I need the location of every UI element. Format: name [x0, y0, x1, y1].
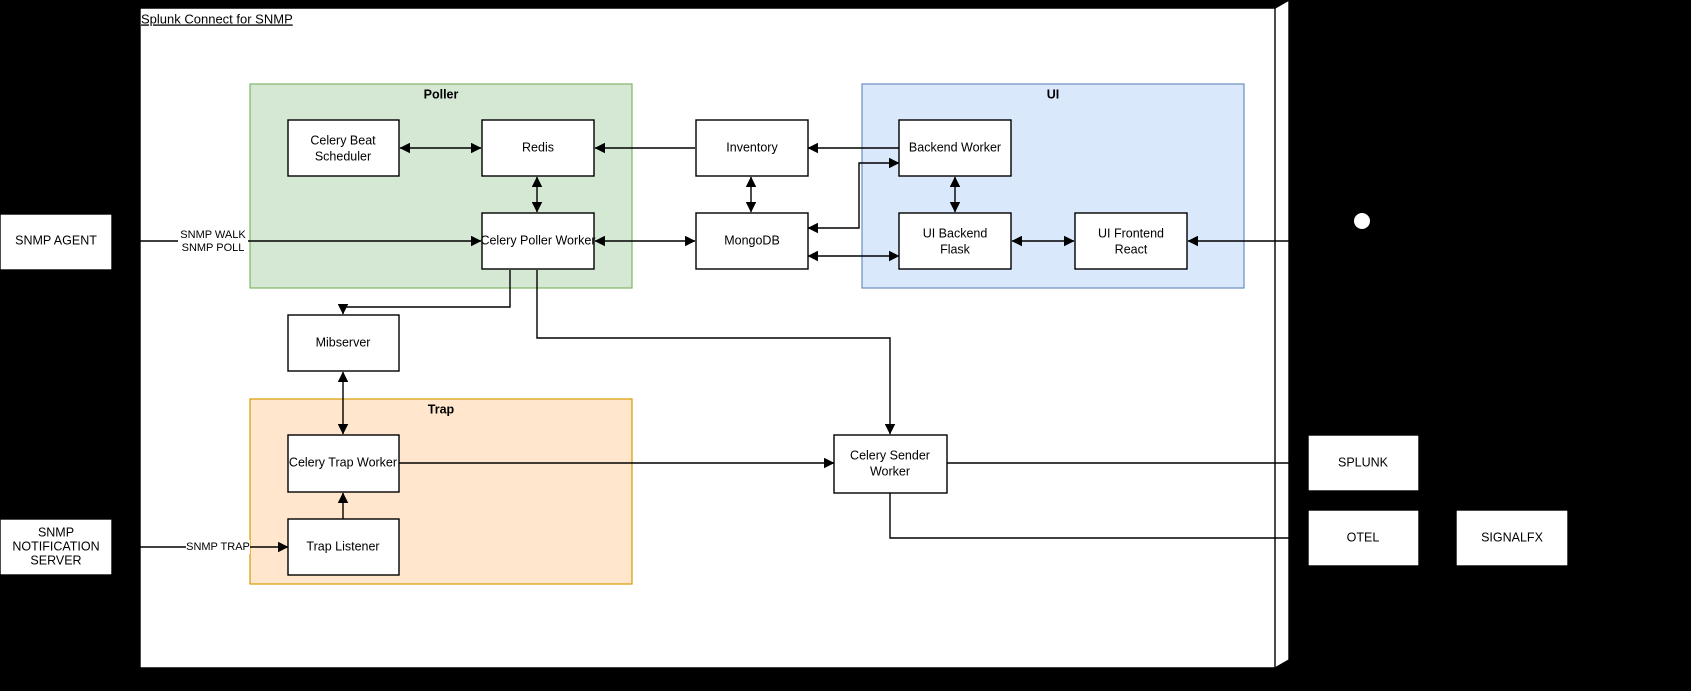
- node-label-line1: MongoDB: [724, 233, 780, 247]
- edge-mongodb-backendworker: [807, 157, 900, 234]
- external-label-line2: NOTIFICATION: [12, 539, 99, 553]
- page-title: Splunk Connect for SNMP: [141, 11, 293, 26]
- edge-label-snmp-trap-wrap: SNMP TRAP: [186, 540, 250, 554]
- node-label-line2: React: [1115, 242, 1148, 256]
- node-label-line1: Celery Poller Worker: [480, 233, 595, 247]
- node-label-line1: UI Frontend: [1098, 226, 1164, 240]
- edge-layer: [113, 142, 1691, 553]
- node-snmp-notification-server[interactable]: SNMP NOTIFICATION SERVER: [0, 518, 113, 576]
- cursor-dot: [1354, 213, 1370, 229]
- node-label-line1: Celery Trap Worker: [289, 455, 397, 469]
- external-label-line1: OTEL: [1347, 530, 1380, 544]
- group-trap-label: Trap: [428, 402, 455, 416]
- node-celery-sender-worker[interactable]: Celery Sender Worker: [833, 434, 948, 494]
- node-signalfx[interactable]: SIGNALFX: [1455, 509, 1569, 567]
- external-label-line1: SNMP: [38, 525, 74, 539]
- node-snmp-agent[interactable]: SNMP AGENT: [0, 213, 113, 271]
- node-label-line1: Mibserver: [316, 335, 371, 349]
- node-otel[interactable]: OTEL: [1307, 509, 1420, 567]
- node-label-line2: Flask: [940, 242, 971, 256]
- node-mibserver[interactable]: Mibserver: [287, 314, 400, 372]
- node-label-line1: Redis: [522, 140, 554, 154]
- group-poller-label: Poller: [424, 87, 459, 101]
- node-label-line1: Backend Worker: [909, 140, 1001, 154]
- node-redis[interactable]: Redis: [481, 119, 595, 177]
- edge-label-snmp-trap: SNMP TRAP: [186, 541, 250, 553]
- edge-label-snmp-walk-poll: SNMP WALK SNMP POLL: [178, 228, 248, 254]
- node-ui-backend-flask[interactable]: UI Backend Flask: [898, 212, 1012, 270]
- edge-pollerworker-senderworker: [536, 270, 896, 435]
- node-trap-listener[interactable]: Trap Listener: [287, 518, 400, 576]
- node-label-line2: Worker: [870, 464, 910, 478]
- node-splunk[interactable]: SPLUNK: [1307, 434, 1420, 492]
- group-ui-label: UI: [1047, 87, 1060, 101]
- external-label-line1: SNMP AGENT: [15, 233, 97, 247]
- node-label-line1: Celery Beat: [310, 133, 376, 147]
- external-label-line1: SIGNALFX: [1481, 530, 1543, 544]
- node-backend-worker[interactable]: Backend Worker: [898, 119, 1012, 177]
- edge-pollerworker-mibserver: [337, 270, 511, 315]
- node-label-line2: Scheduler: [315, 149, 371, 163]
- node-inventory[interactable]: Inventory: [695, 119, 809, 177]
- node-label-line1: Inventory: [726, 140, 778, 154]
- edge-label-snmp-poll: SNMP POLL: [182, 242, 245, 254]
- edge-label-snmp-walk: SNMP WALK: [180, 229, 246, 241]
- node-mongodb[interactable]: MongoDB: [695, 212, 809, 270]
- node-celery-beat-scheduler[interactable]: Celery Beat Scheduler: [287, 119, 400, 177]
- edge-senderworker-otel: [889, 493, 1691, 539]
- external-label-line1: SPLUNK: [1338, 455, 1389, 469]
- node-celery-trap-worker[interactable]: Celery Trap Worker: [287, 434, 400, 493]
- node-label-line1: UI Backend: [923, 226, 988, 240]
- node-label-line1: Trap Listener: [306, 539, 379, 553]
- node-ui-frontend-react[interactable]: UI Frontend React: [1074, 212, 1188, 270]
- external-label-line3: SERVER: [30, 553, 81, 567]
- node-celery-poller-worker[interactable]: Celery Poller Worker: [480, 212, 596, 270]
- node-label-line1: Celery Sender: [850, 448, 930, 462]
